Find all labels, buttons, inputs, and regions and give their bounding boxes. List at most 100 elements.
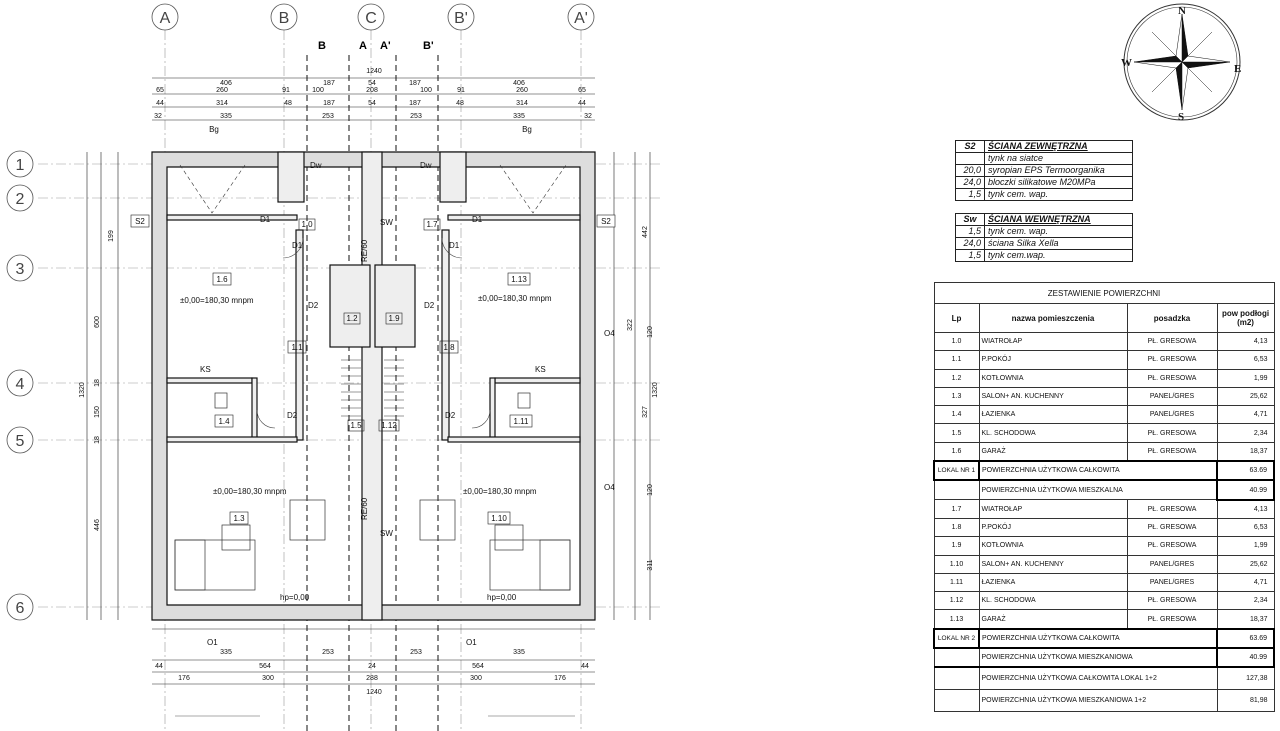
room-number: 1.5 [350, 421, 362, 430]
compass-w: W [1121, 57, 1132, 69]
total-label: POWIERZCHNIA UŻYTKOWA CAŁKOWITA [978, 460, 1218, 482]
area-schedule: ZESTAWIENIE POWIERZCHNI Lp nazwa pomiesz… [933, 282, 1276, 712]
cell-floor: PŁ. GRESOWA [1126, 368, 1218, 388]
re-mark: RE/60 [360, 239, 369, 262]
layer-thickness: 24,0 [955, 176, 985, 189]
dim-text: 91 [457, 87, 465, 94]
col-header-name: nazwa pomieszczenia [978, 303, 1128, 333]
cell-floor: PANEL/GRES [1126, 386, 1218, 407]
cell-lp: 1.0 [933, 331, 980, 352]
cell-room-name: KOTŁOWNIA [978, 368, 1128, 388]
total-label: POWIERZCHNIA UŻYTKOWA CAŁKOWITA [978, 627, 1218, 650]
svg-text:B: B [279, 10, 290, 27]
dim-text: 18 [94, 436, 101, 444]
axis-bubble-1: 1 [6, 150, 34, 178]
layer-thickness [955, 152, 985, 165]
cell-floor: PŁ. GRESOWA [1126, 536, 1218, 556]
dim-text: 300 [470, 675, 482, 682]
dim-text: 150 [94, 406, 101, 418]
total-value: 63.69 [1215, 460, 1276, 482]
wall-tag: SW [380, 218, 393, 227]
axis-bubble-6: 6 [6, 593, 34, 621]
cell-area: 18,37 [1216, 441, 1275, 462]
compass-rose: N E S W [1121, 3, 1241, 123]
dim-text: 120 [647, 326, 654, 338]
col-header-area: pow podłogi (m2) [1216, 303, 1275, 333]
room-number: 1.4 [218, 417, 230, 426]
cell-area: 4,13 [1216, 331, 1275, 352]
layer-thickness: 1,5 [955, 249, 985, 262]
cell-area: 6,53 [1216, 517, 1275, 538]
window-tag: O1 [466, 638, 477, 647]
svg-text:1: 1 [16, 157, 25, 174]
dim-text: 600 [94, 316, 101, 328]
dim-overall-left: 1320 [79, 382, 86, 398]
col-header-lp: Lp [933, 303, 980, 333]
dim-text: 120 [647, 484, 654, 496]
compass-s: S [1178, 111, 1184, 123]
layer-thickness: 20,0 [955, 164, 985, 177]
dim-text: 54 [368, 80, 376, 87]
layer-material: syropian EPS Termoorganika [984, 164, 1133, 177]
wall-layers-s2: S2 ŚCIANA ZEWNĘTRZNA tynk na siatce 20,0… [955, 140, 1133, 201]
room-number: 1.10 [491, 514, 507, 523]
room-number: 1.9 [388, 314, 400, 323]
layer-title: ŚCIANA ZEWNĘTRZNA [984, 140, 1133, 153]
cell-lp: 1.11 [933, 572, 980, 593]
axis-bubble-2: 2 [6, 184, 34, 212]
cell-room-name: KL. SCHODOWA [978, 423, 1128, 443]
cell-area: 18,37 [1216, 609, 1275, 630]
bg-mark: Bg [522, 125, 532, 134]
cell-room-name: WIATROŁAP [978, 499, 1128, 519]
wall-tag: S2 [601, 217, 611, 226]
cell-area: 4,71 [1216, 572, 1275, 593]
cell-area: 2,34 [1216, 423, 1275, 443]
door-tag: D2 [287, 411, 298, 420]
cell-floor: PŁ. GRESOWA [1126, 331, 1218, 352]
cell-area: 25,62 [1216, 386, 1275, 407]
dim-text: 18 [94, 379, 101, 387]
layer-thickness: 1,5 [955, 188, 985, 201]
dim-text: 253 [322, 113, 334, 120]
cell-area: 6,53 [1216, 350, 1275, 370]
layer-thickness: 1,5 [955, 225, 985, 238]
hp-mark: hp=0,00 [487, 593, 517, 602]
axis-bubble-3: 3 [6, 254, 34, 282]
cell-area: 1,99 [1216, 536, 1275, 556]
layer-code: Sw [955, 213, 985, 226]
layer-material: tynk cem. wap. [984, 188, 1133, 201]
door-tag: D2 [308, 301, 319, 310]
dim-overall-bottom: 1240 [366, 689, 382, 696]
cell-lp: 1.5 [933, 423, 980, 443]
dim-text: 44 [581, 663, 589, 670]
axis-bubble-b-prime: B' [447, 3, 475, 31]
cell-area: 1,99 [1216, 368, 1275, 388]
wall-tag: SW [380, 529, 393, 538]
window-tag: O4 [604, 329, 615, 338]
level-mark: ±0,00=180,30 mnpm [463, 487, 537, 496]
cell-room-name: KOTŁOWNIA [978, 536, 1128, 556]
cell-area: 4,13 [1216, 499, 1275, 519]
layer-code: S2 [955, 140, 985, 153]
cell-lp: 1.6 [933, 441, 980, 462]
area-schedule-title: ZESTAWIENIE POWIERZCHNI [933, 282, 1275, 304]
axis-bubble-5: 5 [6, 426, 34, 454]
dim-text: 314 [516, 100, 528, 107]
dim-text: 335 [513, 649, 525, 656]
cell-lp: 1.2 [933, 368, 980, 388]
ks-mark: KS [200, 365, 211, 374]
room-number: 1.6 [216, 275, 228, 284]
dim-text: 44 [156, 100, 164, 107]
bg-mark: Bg [209, 125, 219, 134]
cell-room-name: WIATROŁAP [978, 331, 1128, 352]
cell-lp: 1.7 [933, 499, 980, 519]
dim-text: 260 [516, 87, 528, 94]
